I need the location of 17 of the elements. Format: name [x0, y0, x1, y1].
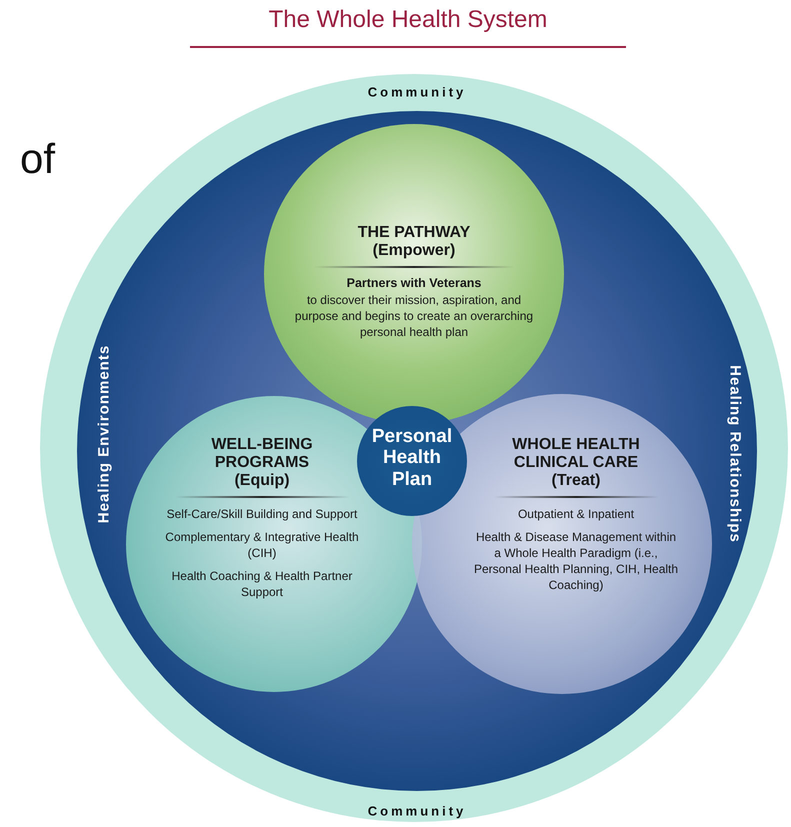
title: The Whole Health System	[268, 6, 548, 34]
ring-label: Community	[368, 804, 466, 818]
circle-text: to discover their mission, aspiration, and purpose and begins to create an overarching personal health plan	[294, 292, 534, 340]
circle-text: Health Coaching & Health Partner Support	[170, 568, 354, 601]
circle-text: Health & Disease Management within a Whole Health Paradigm (i.e., Personal Health Planning, CIH, Health Coaching)	[474, 528, 678, 594]
ring-label: Healing Relationships	[726, 365, 744, 543]
ring-label: Healing Environments	[96, 344, 112, 524]
circle-heading: WHOLE HEALTH CLINICAL CARE (Treat)	[511, 436, 641, 490]
circle-text: Complementary & Integrative Health (CIH)	[164, 528, 360, 562]
slide-text: of	[20, 135, 56, 183]
circle-text: Partners with Veterans	[346, 276, 482, 290]
circle-text: Self-Care/Skill Building and Support	[166, 506, 358, 522]
circle-heading: Personal Health Plan	[370, 426, 454, 490]
ring-label: Community	[368, 84, 466, 100]
circle-text: Outpatient & Inpatient	[518, 506, 634, 522]
circle-heading: THE PATHWAY (Empower)	[356, 224, 472, 260]
circle-heading: WELL-BEING PROGRAMS (Equip)	[210, 436, 314, 490]
